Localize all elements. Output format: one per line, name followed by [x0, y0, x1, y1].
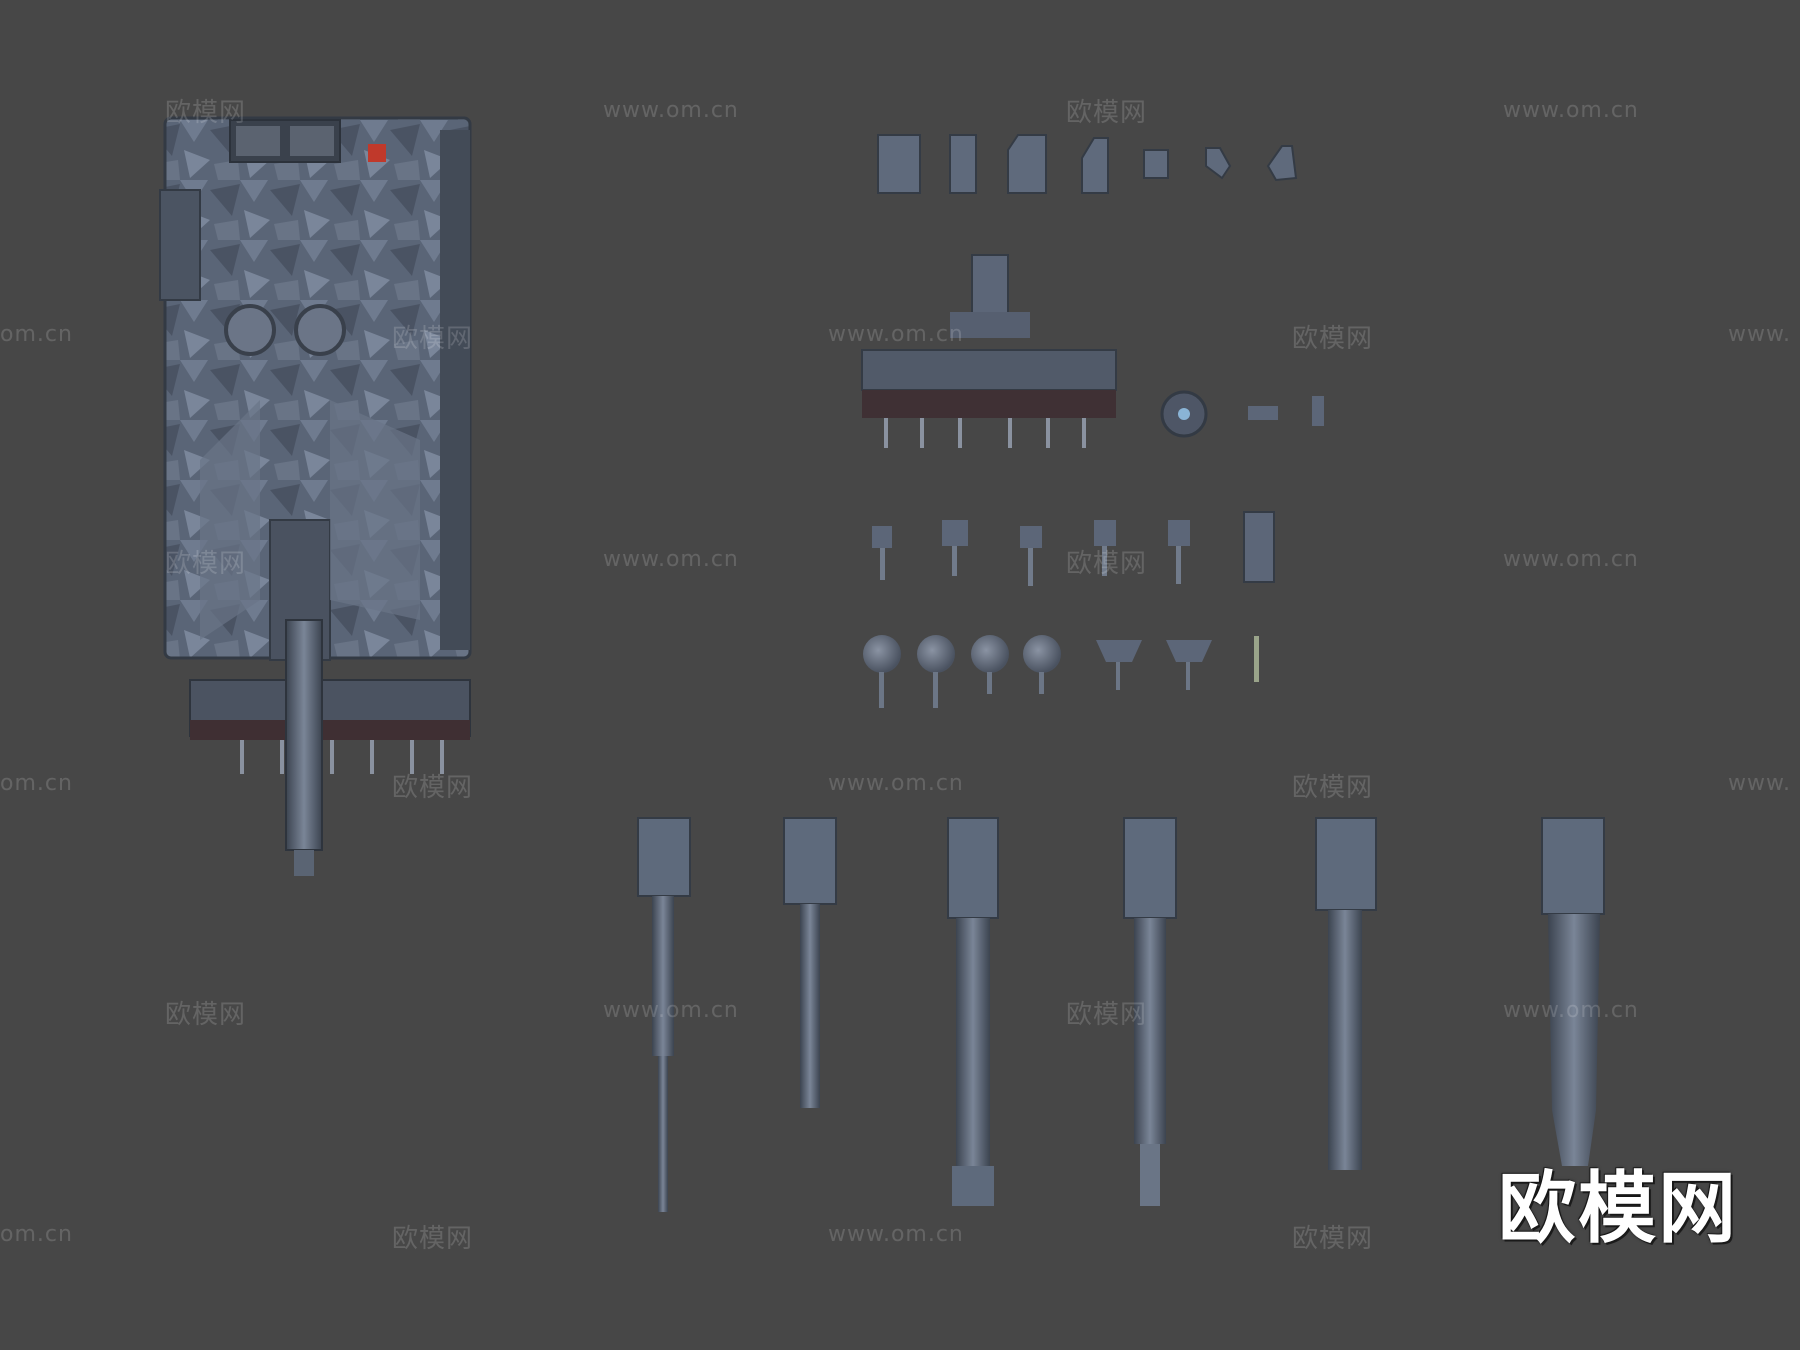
- mount-part[interactable]: [1094, 520, 1116, 576]
- armor-plate[interactable]: [949, 134, 977, 194]
- mounts-row: [872, 511, 1275, 586]
- mount-part[interactable]: [872, 526, 892, 580]
- gun-barrels-row: [637, 817, 1605, 1212]
- mount-part[interactable]: [942, 520, 968, 576]
- track-guard-assembly[interactable]: [861, 254, 1117, 448]
- round-pod[interactable]: [863, 635, 901, 708]
- armor-plates-row: [877, 134, 1298, 194]
- gear-hub-part[interactable]: [1160, 390, 1208, 438]
- round-pod[interactable]: [1096, 640, 1142, 690]
- gun-barrel[interactable]: [1541, 817, 1605, 1166]
- round-pod[interactable]: [1166, 640, 1212, 690]
- gun-barrel[interactable]: [947, 817, 999, 1206]
- round-pod[interactable]: [917, 635, 955, 708]
- mount-part[interactable]: [1020, 526, 1042, 586]
- armor-plate[interactable]: [1143, 149, 1169, 179]
- pods-row: [863, 635, 1259, 708]
- armor-plate[interactable]: [1205, 147, 1232, 180]
- brand-logo: 欧模网: [1497, 1164, 1738, 1254]
- antenna-part[interactable]: [1254, 636, 1259, 682]
- armor-plate[interactable]: [877, 134, 921, 194]
- armor-plate[interactable]: [1007, 134, 1047, 194]
- gun-barrel[interactable]: [783, 817, 837, 1108]
- armor-plate[interactable]: [1266, 145, 1298, 182]
- tank-hull[interactable]: [159, 116, 472, 876]
- gun-barrel[interactable]: [637, 817, 691, 1212]
- mount-part[interactable]: [1243, 511, 1275, 583]
- warning-marker-icon: [368, 144, 386, 162]
- gun-barrel[interactable]: [1123, 817, 1177, 1206]
- small-bracket-part[interactable]: [1248, 406, 1278, 420]
- gun-barrel[interactable]: [1315, 817, 1377, 1170]
- small-cylinder-part[interactable]: [1312, 396, 1324, 426]
- armor-plate[interactable]: [1081, 137, 1109, 194]
- round-pod[interactable]: [1023, 635, 1061, 694]
- mount-part[interactable]: [1168, 520, 1190, 584]
- round-pod[interactable]: [971, 635, 1009, 694]
